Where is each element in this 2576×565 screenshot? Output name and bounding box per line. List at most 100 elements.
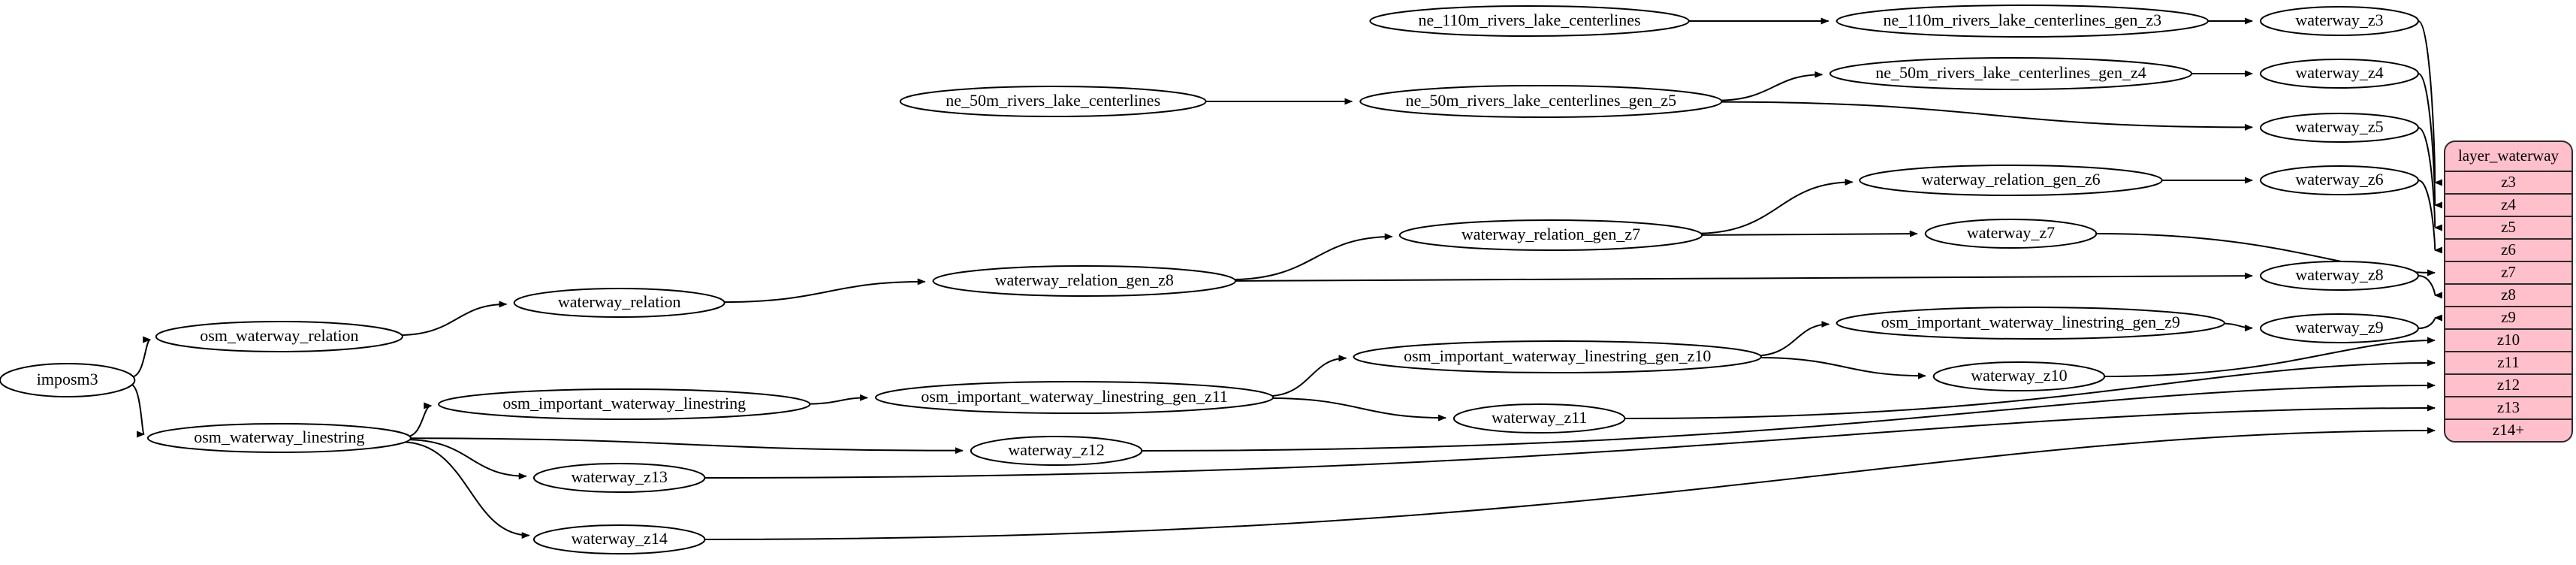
node-label: osm_important_waterway_linestring_gen_z1… <box>921 387 1228 406</box>
table-row-z6[interactable]: z6 <box>2501 240 2516 258</box>
node-label: waterway_z10 <box>1971 366 2067 385</box>
node-label: waterway_z5 <box>2295 117 2383 136</box>
edges-layer <box>130 17 2443 540</box>
node-label: osm_important_waterway_linestring <box>502 394 746 412</box>
node-waterway_relation_gen_z6[interactable]: waterway_relation_gen_z6 <box>1859 165 2163 196</box>
table-row-z3[interactable]: z3 <box>2501 173 2516 191</box>
node-waterway_z14[interactable]: waterway_z14 <box>532 524 706 554</box>
node-label: osm_waterway_linestring <box>194 428 364 446</box>
node-waterway_z7[interactable]: waterway_z7 <box>1924 219 2098 249</box>
node-waterway_z3[interactable]: waterway_z3 <box>2260 6 2419 36</box>
node-label: waterway_z7 <box>1967 223 2055 242</box>
edge-imposm3-to-osm_waterway_linestring <box>130 383 146 438</box>
edge-waterway_z8-to-layer_waterway_z8 <box>2418 275 2443 299</box>
node-label: waterway_z8 <box>2295 265 2383 284</box>
node-ne_50m_rivers_lake_centerlines[interactable]: ne_50m_rivers_lake_centerlines <box>899 86 1207 117</box>
node-label: waterway_relation <box>558 292 681 311</box>
node-waterway_z5[interactable]: waterway_z5 <box>2260 113 2419 143</box>
edge-ne_50m_rivers_lake_centerlines_gen_z5-to-waterway_z5 <box>1716 101 2254 131</box>
edge-waterway_relation_gen_z8-to-waterway_z8 <box>1230 272 2253 282</box>
node-ne_110m_rivers_lake_centerlines[interactable]: ne_110m_rivers_lake_centerlines <box>1369 5 1690 37</box>
node-osm_waterway_relation[interactable]: osm_waterway_relation <box>155 321 403 352</box>
nodes-layer: imposm3 osm_waterway_relation osm_waterway… <box>0 5 2419 554</box>
node-label: waterway_z4 <box>2295 63 2383 82</box>
table-row-z9[interactable]: z9 <box>2501 308 2516 326</box>
table-row-z10[interactable]: z10 <box>2497 331 2520 349</box>
edge-osm_important_waterway_linestring-to-osm_important_waterway_linestring_gen_z11 <box>804 394 868 405</box>
table-row-z5[interactable]: z5 <box>2501 218 2516 236</box>
table-row-z13[interactable]: z13 <box>2497 398 2520 416</box>
node-waterway_relation_gen_z8[interactable]: waterway_relation_gen_z8 <box>932 265 1236 297</box>
node-label: waterway_z9 <box>2295 318 2383 337</box>
node-waterway_z8[interactable]: waterway_z8 <box>2260 261 2419 291</box>
node-ne_110m_rivers_lake_centerlines_gen_z3[interactable]: ne_110m_rivers_lake_centerlines_gen_z3 <box>1835 5 2209 38</box>
node-waterway_z9[interactable]: waterway_z9 <box>2260 313 2419 343</box>
edge-ne_50m_rivers_lake_centerlines_gen_z5-to-ne_50m_rivers_lake_centerlines_gen_z4 <box>1715 71 1823 101</box>
edge-waterway_relation_gen_z7-to-waterway_z7 <box>1697 230 1918 237</box>
node-waterway_z4[interactable]: waterway_z4 <box>2260 59 2419 89</box>
node-label: ne_110m_rivers_lake_centerlines_gen_z3 <box>1884 11 2162 29</box>
edge-waterway_z4-to-layer_waterway_z4 <box>2418 73 2443 207</box>
table-title: layer_waterway <box>2458 147 2559 165</box>
edge-waterway_z11-to-layer_waterway_z11 <box>1624 359 2436 419</box>
node-label: ne_50m_rivers_lake_centerlines <box>946 91 1160 110</box>
edge-waterway_z14-to-layer_waterway_z14_ <box>704 427 2436 540</box>
edge-waterway_z5-to-layer_waterway_z5 <box>2418 127 2443 231</box>
edge-waterway_z6-to-layer_waterway_z6 <box>2418 180 2443 253</box>
edge-waterway_z12-to-layer_waterway_z12 <box>1142 382 2436 452</box>
edge-osm_waterway_linestring-to-osm_important_waterway_linestring <box>406 402 433 438</box>
edge-waterway_z13-to-layer_waterway_z13 <box>704 404 2436 479</box>
node-label: osm_important_waterway_linestring_gen_z9 <box>1881 313 2180 331</box>
node-label: waterway_relation_gen_z7 <box>1461 225 1640 243</box>
edge-waterway_relation_gen_z8-to-waterway_relation_gen_z7 <box>1230 233 1393 281</box>
node-waterway_z11[interactable]: waterway_z11 <box>1452 403 1626 434</box>
node-imposm3[interactable]: imposm3 <box>0 363 136 397</box>
edge-osm_waterway_linestring-to-waterway_z12 <box>406 437 964 455</box>
table-row-z11[interactable]: z11 <box>2497 353 2520 371</box>
table-row-z7[interactable]: z7 <box>2501 263 2516 281</box>
node-label: waterway_z12 <box>1008 440 1104 459</box>
node-label: osm_waterway_relation <box>200 326 358 345</box>
node-waterway_z10[interactable]: waterway_z10 <box>1932 361 2106 391</box>
node-label: ne_50m_rivers_lake_centerlines_gen_z4 <box>1875 63 2146 82</box>
node-label: waterway_z13 <box>572 467 668 486</box>
node-osm_important_waterway_linestring_gen_z10[interactable]: osm_important_waterway_linestring_gen_z1… <box>1353 340 1762 373</box>
node-osm_waterway_linestring[interactable]: osm_waterway_linestring <box>146 423 412 453</box>
edge-osm_important_waterway_linestring_gen_z11-to-osm_important_waterway_linestring_gen_z10 <box>1266 355 1347 397</box>
edge-osm_important_waterway_linestring_gen_z10-to-osm_important_waterway_linestring_gen_z9 <box>1754 321 1830 357</box>
edge-waterway_relation_gen_z7-to-waterway_relation_gen_z6 <box>1696 178 1854 234</box>
table-row-z12[interactable]: z12 <box>2497 376 2520 394</box>
node-label: waterway_z6 <box>2295 170 2383 189</box>
edge-osm_waterway_linestring-to-waterway_z13 <box>406 439 527 480</box>
node-label: ne_110m_rivers_lake_centerlines <box>1419 11 1641 29</box>
node-label: waterway_z14 <box>572 529 668 548</box>
edge-osm_important_waterway_linestring_gen_z10-to-waterway_z10 <box>1754 356 1926 379</box>
node-waterway_z12[interactable]: waterway_z12 <box>970 436 1143 466</box>
node-label: waterway_relation_gen_z6 <box>1921 170 2100 189</box>
node-osm_important_waterway_linestring[interactable]: osm_important_waterway_linestring <box>438 388 811 420</box>
edge-waterway_relation-to-waterway_relation_gen_z8 <box>721 278 926 304</box>
table-row-z14plus[interactable]: z14+ <box>2493 421 2524 439</box>
edge-waterway_z9-to-layer_waterway_z9 <box>2418 314 2443 329</box>
table-row-z4[interactable]: z4 <box>2501 195 2516 213</box>
node-waterway_relation_gen_z7[interactable]: waterway_relation_gen_z7 <box>1398 219 1703 251</box>
node-osm_important_waterway_linestring_gen_z9[interactable]: osm_important_waterway_linestring_gen_z9 <box>1835 307 2225 340</box>
node-label: imposm3 <box>37 370 98 388</box>
node-waterway_z6[interactable]: waterway_z6 <box>2260 165 2419 195</box>
node-waterway_relation[interactable]: waterway_relation <box>513 288 725 318</box>
edge-imposm3-to-osm_waterway_relation <box>131 336 152 378</box>
edge-osm_waterway_linestring-to-waterway_z14 <box>401 441 530 539</box>
node-osm_important_waterway_linestring_gen_z11[interactable]: osm_important_waterway_linestring_gen_z1… <box>874 381 1274 414</box>
edge-osm_waterway_relation-to-waterway_relation <box>398 301 508 337</box>
node-label: waterway_z11 <box>1492 408 1587 427</box>
node-label: waterway_relation_gen_z8 <box>995 270 1174 289</box>
node-label: ne_50m_rivers_lake_centerlines_gen_z5 <box>1406 91 1676 110</box>
node-ne_50m_rivers_lake_centerlines_gen_z5[interactable]: ne_50m_rivers_lake_centerlines_gen_z5 <box>1359 85 1723 118</box>
edge-waterway_z10-to-layer_waterway_z10 <box>2104 337 2436 377</box>
edge-osm_important_waterway_linestring_gen_z11-to-waterway_z11 <box>1267 397 1447 421</box>
node-ne_50m_rivers_lake_centerlines_gen_z4[interactable]: ne_50m_rivers_lake_centerlines_gen_z4 <box>1829 57 2193 90</box>
table-row-z8[interactable]: z8 <box>2501 286 2516 304</box>
node-waterway_z13[interactable]: waterway_z13 <box>532 463 706 493</box>
